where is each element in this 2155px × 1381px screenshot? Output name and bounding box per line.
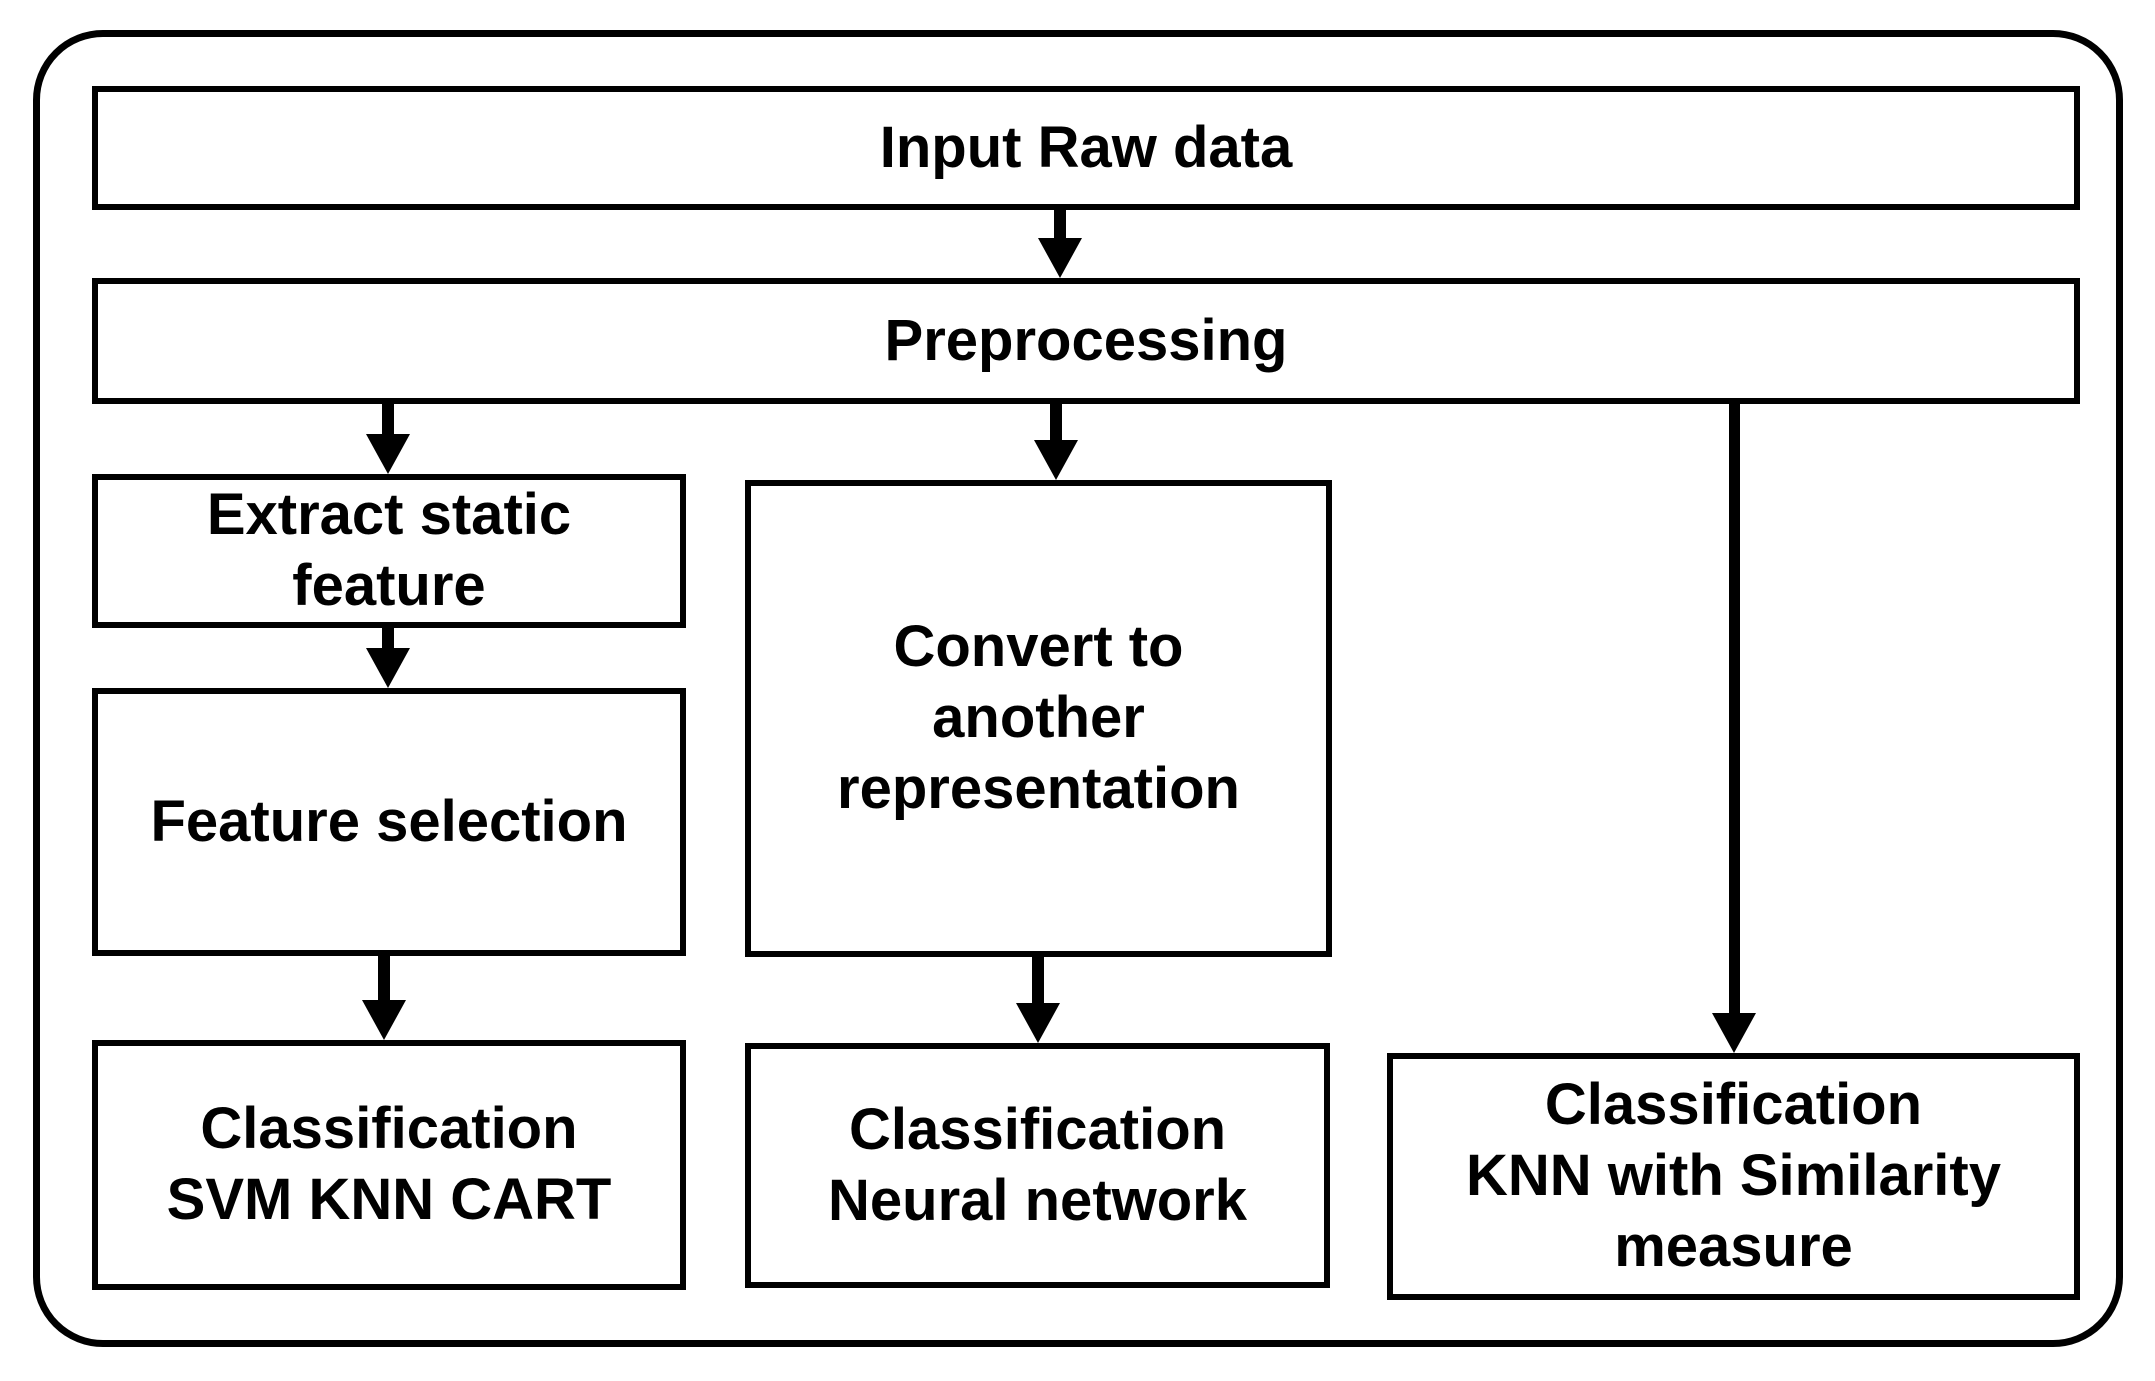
arrow-stem	[382, 404, 394, 434]
arrow-extract-to-feature-selection-icon	[366, 628, 410, 688]
arrow-preprocessing-to-convert-icon	[1034, 404, 1078, 480]
arrow-head-icon	[1016, 1003, 1060, 1043]
arrow-convert-to-neural-network-icon	[1016, 957, 1060, 1043]
diagram-outer-border	[33, 30, 2123, 1347]
node-feature-selection: Feature selection	[92, 688, 686, 956]
arrow-stem	[1054, 210, 1066, 238]
node-preprocessing-label: Preprocessing	[884, 307, 1288, 373]
arrow-preprocessing-to-extract-icon	[366, 404, 410, 474]
arrow-preprocessing-to-knn-similarity-icon	[1712, 404, 1756, 1053]
arrow-stem	[1050, 404, 1062, 440]
arrow-input-to-preprocessing-icon	[1038, 210, 1082, 278]
node-extract-static-feature-label: Extract static feature	[206, 482, 572, 618]
arrow-stem	[378, 956, 390, 1000]
node-classification-neural-network-label: Classification Neural network	[828, 1096, 1247, 1233]
node-classification-knn-similarity-label: Classification KNN with Similarity measu…	[1466, 1072, 2001, 1279]
arrow-stem	[1032, 957, 1044, 1003]
node-extract-static-feature: Extract static feature	[92, 474, 686, 628]
arrow-head-icon	[1034, 440, 1078, 480]
node-classification-knn-similarity: Classification KNN with Similarity measu…	[1387, 1053, 2080, 1300]
arrow-head-icon	[1712, 1013, 1756, 1053]
node-feature-selection-label: Feature selection	[150, 788, 628, 854]
arrow-head-icon	[366, 648, 410, 688]
arrow-head-icon	[362, 1000, 406, 1040]
arrow-stem	[382, 628, 394, 648]
node-input-raw-data-label: Input Raw data	[879, 114, 1293, 180]
arrow-feature-selection-to-classification-icon	[362, 956, 406, 1040]
arrow-stem	[1728, 404, 1740, 1013]
arrow-head-icon	[366, 434, 410, 474]
node-convert-to-another-representation-label: Convert to another representation	[837, 614, 1240, 821]
node-preprocessing: Preprocessing	[92, 278, 2080, 404]
node-convert-to-another-representation: Convert to another representation	[745, 480, 1332, 957]
node-classification-svm-knn-cart-label: Classification SVM KNN CART	[166, 1096, 612, 1232]
node-classification-svm-knn-cart: Classification SVM KNN CART	[92, 1040, 686, 1290]
node-classification-neural-network: Classification Neural network	[745, 1043, 1330, 1288]
arrow-head-icon	[1038, 238, 1082, 278]
node-input-raw-data: Input Raw data	[92, 86, 2080, 210]
